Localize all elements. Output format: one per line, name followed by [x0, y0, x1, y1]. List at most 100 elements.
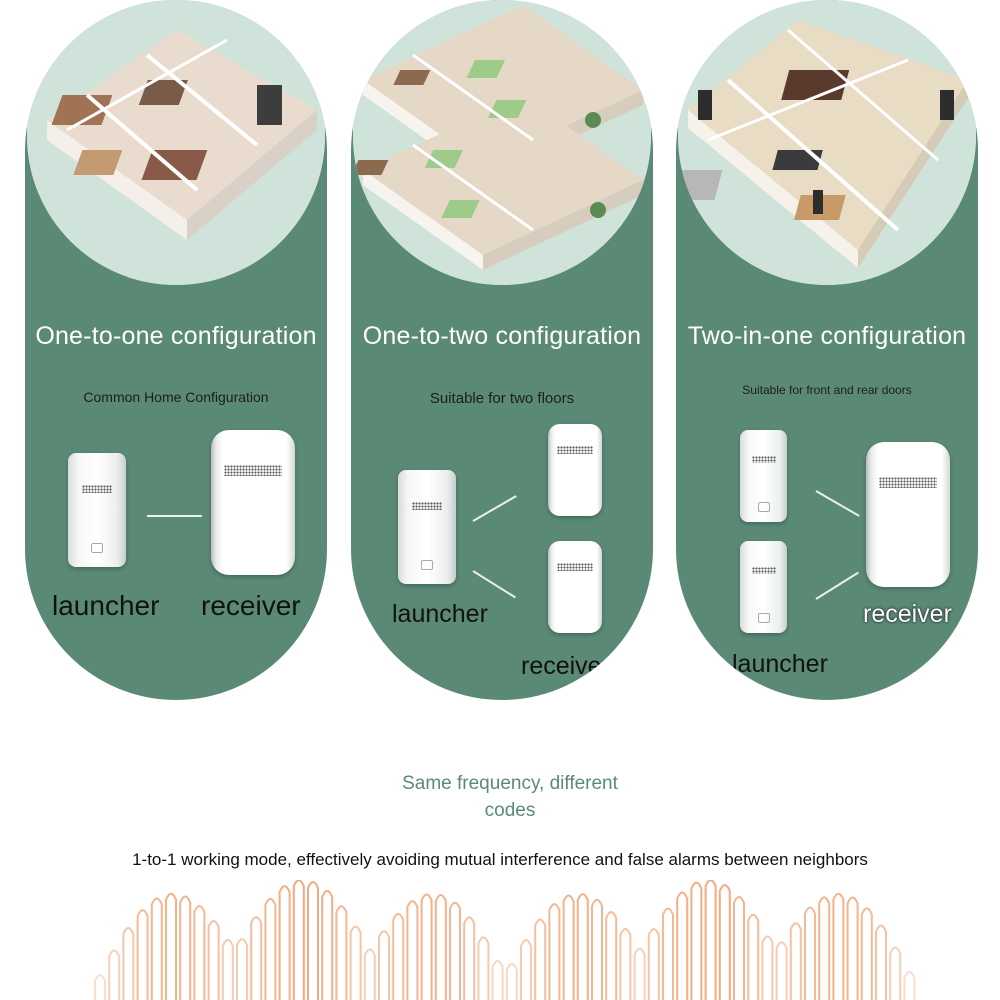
wave-loop: [718, 884, 731, 1000]
link-line-bottom: [472, 570, 516, 599]
wave-loop: [250, 916, 263, 1000]
launcher-label: launcher: [392, 600, 488, 628]
wave-loop: [236, 938, 248, 1000]
wave-loop: [150, 897, 163, 1000]
wave-loop: [463, 916, 476, 1000]
house-floorplan-image: [678, 0, 976, 285]
receiver-device: [866, 442, 950, 587]
wave-loop: [662, 907, 674, 1000]
wave-loop: [363, 948, 376, 1000]
wave-loop: [548, 903, 561, 1000]
receiver-label: receiver: [201, 590, 301, 621]
wave-loop: [860, 907, 873, 1000]
link-line: [147, 515, 202, 517]
bell-logo-icon: [757, 502, 770, 512]
wave-loop: [761, 935, 774, 1000]
receiver-label: receiver: [521, 652, 610, 680]
config-panel-two-in-one: Two-in-one configuration Suitable for fr…: [676, 0, 978, 700]
panel-title: One-to-two configuration: [362, 322, 642, 350]
wave-loop: [491, 960, 504, 1000]
speaker-grille: [879, 477, 937, 488]
launcher-device-bottom: [740, 541, 787, 633]
speaker-grille: [751, 567, 776, 574]
two-storey-apartment-illustration: [353, 0, 651, 285]
wave-loop: [775, 941, 788, 1000]
wave-loop: [406, 900, 419, 1000]
wave-loop: [193, 905, 206, 1000]
wave-loop: [619, 928, 632, 1000]
receiver-device-bottom: [548, 541, 602, 633]
receiver-label: receiver: [863, 600, 952, 628]
speaker-grille: [557, 563, 593, 571]
wave-loop: [335, 905, 348, 1000]
wave-loop: [704, 880, 717, 1000]
panel-subtitle: Common Home Configuration: [83, 389, 269, 405]
bell-logo-icon: [91, 543, 103, 553]
panel-subtitle: Suitable for front and rear doors: [742, 383, 912, 397]
speaker-grille: [224, 465, 282, 476]
wave-loop: [420, 893, 433, 1000]
config-panel-one-to-one: One-to-one configuration Common Home Con…: [25, 0, 327, 700]
speaker-grille: [751, 456, 776, 463]
link-line-top: [472, 495, 517, 522]
speaker-grille: [82, 485, 112, 493]
wave-loop: [562, 894, 575, 1000]
wave-loop: [434, 893, 447, 1000]
wave-loop: [676, 891, 689, 1000]
wave-loop: [789, 922, 802, 1000]
wave-loop: [278, 885, 291, 1000]
wave-loop: [321, 889, 334, 1000]
link-line-top: [815, 490, 860, 517]
wave-loop: [221, 938, 234, 1000]
launcher-label: launcher: [732, 650, 828, 678]
wave-loop: [733, 896, 745, 1000]
wave-loop: [477, 936, 490, 1000]
wave-loop: [846, 896, 859, 1000]
wave-loop: [122, 927, 135, 1000]
wave-loop: [108, 949, 121, 1000]
link-line-bottom: [815, 571, 859, 600]
wave-loop: [832, 892, 845, 1000]
wave-loop: [264, 897, 277, 1000]
wave-loop: [378, 930, 390, 1000]
bell-logo-icon: [757, 613, 770, 623]
panel-subtitle: Suitable for two floors: [429, 390, 575, 407]
wave-loop: [690, 881, 703, 1000]
wave-loop: [747, 913, 760, 1000]
wave-loop: [307, 880, 319, 1000]
wave-loop: [449, 901, 461, 1000]
house-floorplan-illustration: [678, 0, 976, 285]
wave-loop: [136, 909, 149, 1000]
launcher-device: [68, 453, 126, 567]
panel-title: Two-in-one configuration: [687, 322, 967, 350]
wave-loop: [591, 898, 603, 1000]
wave-loop: [875, 924, 887, 1000]
wave-loop: [207, 920, 220, 1000]
launcher-device: [398, 470, 456, 584]
wave-loop: [392, 912, 405, 1000]
apartment-floorplan-illustration: [27, 0, 325, 285]
launcher-label: launcher: [52, 590, 160, 621]
apartment-floorplan-image: [353, 0, 651, 285]
wave-loop: [605, 911, 618, 1000]
sound-wave-decoration: [94, 880, 916, 1000]
wave-loop: [349, 925, 362, 1000]
wave-loop: [505, 963, 518, 1000]
bell-logo-icon: [421, 560, 433, 570]
speaker-grille: [557, 446, 593, 454]
frequency-headline: Same frequency, different codes: [402, 773, 618, 821]
apartment-floorplan-image: [27, 0, 325, 285]
wave-loop: [534, 918, 547, 1000]
receiver-device-top: [548, 424, 602, 516]
wave-loop: [292, 880, 305, 1000]
wave-loop: [179, 895, 192, 1000]
wave-loop: [633, 947, 646, 1000]
wave-loop: [520, 939, 532, 1000]
config-panel-one-to-two: One-to-two configuration Suitable for tw…: [351, 0, 653, 700]
panel-title: One-to-one configuration: [35, 322, 317, 350]
wave-loop: [647, 928, 660, 1000]
speaker-grille: [412, 502, 442, 510]
wave-loop: [818, 896, 831, 1000]
wave-loop: [903, 971, 916, 1000]
receiver-device: [211, 430, 295, 575]
